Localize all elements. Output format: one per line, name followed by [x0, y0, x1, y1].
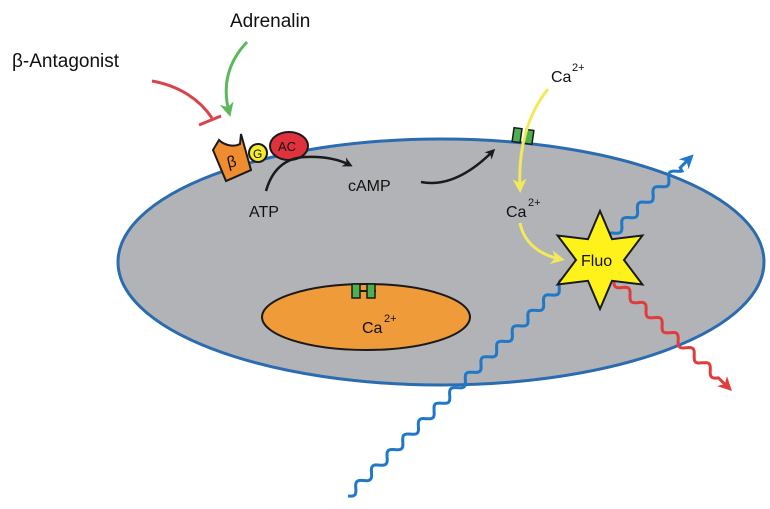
cell-body [116, 137, 766, 387]
camp-to-channel-arrow [420, 148, 496, 185]
adrenalin-activation-arrow [219, 40, 249, 117]
ca-store-charge: 2+ [384, 313, 397, 325]
camp-label: cAMP [348, 178, 391, 195]
adrenalin-label: Adrenalin [230, 11, 310, 32]
ca-outside-charge: 2+ [572, 62, 585, 74]
atp-to-camp-arrow [264, 155, 353, 192]
beta-receptor-icon [211, 133, 253, 183]
antagonist-label: β-Antagonist [12, 51, 120, 72]
inhibition-bar [198, 114, 222, 127]
membrane-calcium-channel-icon [511, 126, 535, 146]
receptor-label: β [225, 153, 238, 172]
ca-inside-charge: 2+ [528, 197, 541, 209]
fluo-label: Fluo [581, 253, 612, 270]
fluo-indicator-star-icon [555, 208, 645, 312]
calcium-store-organelle [261, 283, 471, 351]
ca-inside-label: Ca [506, 204, 527, 221]
adenylyl-cyclase-label: AC [278, 139, 296, 154]
atp-label: ATP [249, 204, 279, 221]
store-calcium-channel-icon [351, 283, 376, 299]
excitation-light-wave [347, 154, 694, 498]
emission-light-wave [612, 280, 732, 392]
g-protein-icon [248, 143, 268, 163]
g-protein-label: G [253, 147, 262, 161]
ca-outside-label: Ca [551, 69, 572, 86]
ca-store-label: Ca [362, 320, 383, 337]
calcium-to-fluo-arrow [518, 222, 565, 265]
calcium-influx-arrow [512, 88, 550, 193]
antagonist-inhibition-arrow [151, 79, 214, 119]
